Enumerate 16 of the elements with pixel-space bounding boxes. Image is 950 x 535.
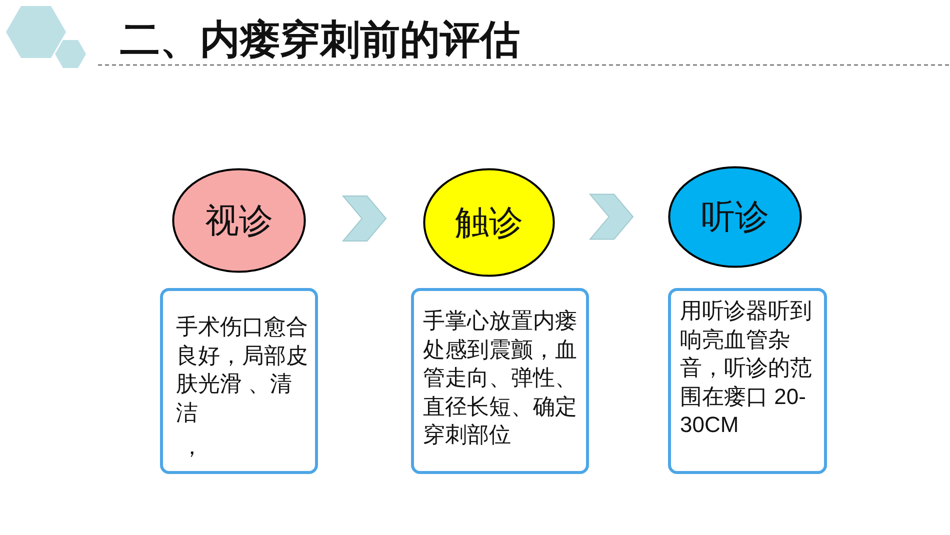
- step-ellipse: [172, 168, 306, 273]
- box-text: 手术伤口愈合良好，局部皮肤光滑 、清洁: [176, 313, 309, 426]
- step-ellipse: [668, 166, 802, 268]
- text-box: [160, 288, 318, 474]
- box-text: 用听诊器听到响亮血管杂音，听诊的范围在瘘口 20-30CM: [680, 297, 813, 439]
- step-ellipse: [423, 168, 555, 277]
- ellipse-label: 视诊: [205, 200, 273, 240]
- ellipse-label: 听诊: [701, 197, 769, 237]
- box-text: 手掌心放置内瘘处感到震颤，血管走向、弹性、直径长短、确定穿刺部位: [423, 307, 578, 449]
- ellipse-label: 触诊: [455, 202, 523, 242]
- slide-title: 二、内瘘穿刺前的评估: [120, 17, 520, 64]
- text-box: [668, 288, 827, 474]
- text-box: [411, 288, 589, 474]
- chevron-arrow: [342, 196, 387, 242]
- chevron-arrow: [588, 194, 634, 240]
- box-text: ，: [180, 433, 204, 461]
